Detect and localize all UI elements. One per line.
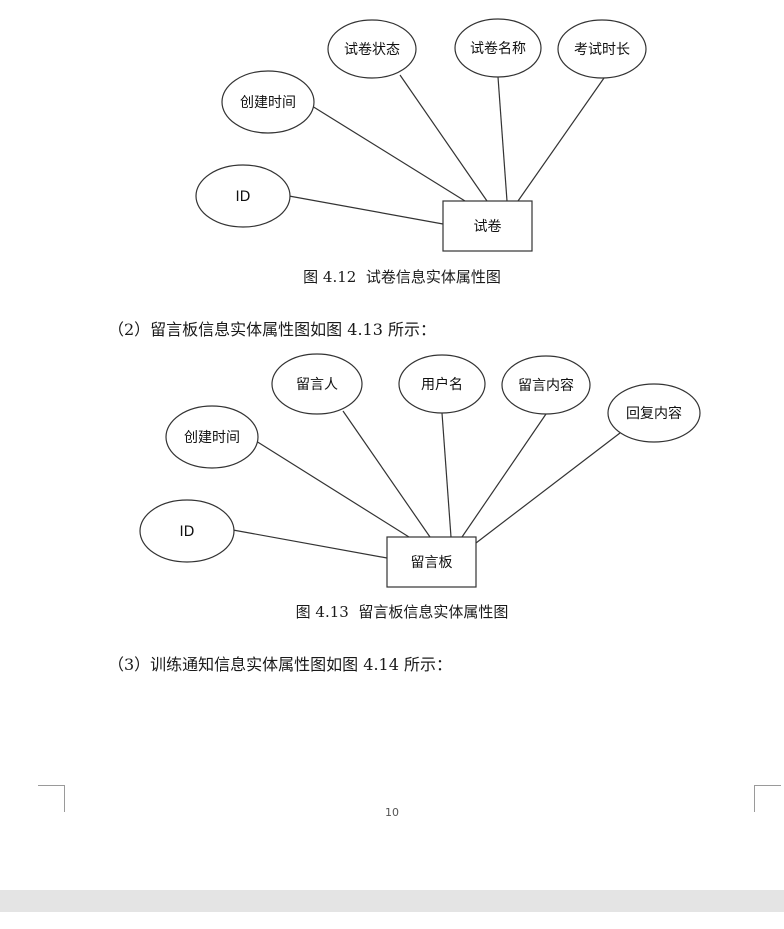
d2-attribute-label: 创建时间 [184, 430, 240, 446]
d2-attribute-label: 回复内容 [626, 405, 682, 422]
d2-attribute-ellipse [271, 353, 363, 415]
er-diagram-message-board: ID 创建时间 留言人 用户名 留言内容回复内容留言板 [0, 335, 784, 595]
d2-attribute-node: 创建时间 [165, 405, 259, 469]
d2-attribute-node: 用户名 [398, 354, 486, 414]
page-number: 10 [385, 806, 399, 819]
er-diagram-exam-paper: ID 创建时间 试卷状态 试卷名称 考试时长试卷 [0, 0, 784, 262]
d1-attribute-node: 创建时间 [221, 70, 315, 134]
page-corner-mark-left [38, 785, 65, 812]
paragraph-training-notice-intro: （3）训练通知信息实体属性图如图 4.14 所示： [108, 655, 452, 674]
d2-attribute-label: 留言人 [296, 377, 338, 393]
document-scroll-gutter [0, 890, 784, 912]
d1-connector-line [311, 105, 466, 202]
d2-attribute-label: 留言内容 [518, 377, 574, 394]
d1-attribute-ellipse [221, 70, 315, 134]
d1-attribute-node: 试卷名称 [454, 18, 542, 78]
d1-attribute-ellipse [327, 19, 417, 79]
d2-attribute-node: 回复内容 [607, 383, 701, 443]
d1-connector-line [497, 76, 508, 202]
d2-entity-box [386, 536, 477, 588]
paragraph-message-board-intro: （2）留言板信息实体属性图如图 4.13 所示： [108, 320, 436, 339]
d1-entity-node: 试卷 [442, 200, 533, 252]
d2-attribute-ellipse [139, 499, 235, 563]
d2-entity-label: 留言板 [411, 555, 453, 571]
d2-connector-line [342, 410, 431, 538]
d1-attribute-label: 试卷名称 [470, 41, 526, 57]
d1-attribute-label: 创建时间 [240, 95, 296, 111]
d2-entity-node: 留言板 [386, 536, 477, 588]
d1-connector-line [288, 195, 444, 225]
figure-caption-4-12: 图 4.12 试卷信息实体属性图 [303, 268, 501, 286]
d1-attribute-node: 试卷状态 [327, 19, 417, 79]
d1-connector-line [517, 77, 605, 202]
d1-connector-line [399, 74, 488, 202]
d2-attribute-label: ID [180, 524, 195, 540]
d2-connector-line [461, 413, 547, 538]
d2-attribute-node: 留言人 [271, 353, 363, 415]
d2-attribute-ellipse [398, 354, 486, 414]
figure-caption-4-13: 图 4.13 留言板信息实体属性图 [295, 603, 509, 621]
d2-attribute-ellipse [607, 383, 701, 443]
d1-attribute-ellipse [557, 19, 647, 79]
d1-attribute-node: 考试时长 [557, 19, 647, 79]
d1-attribute-label: 考试时长 [574, 42, 630, 58]
d2-connector-line [232, 529, 388, 559]
d1-attribute-label: 试卷状态 [344, 42, 400, 58]
d2-attribute-ellipse [501, 355, 591, 415]
d1-attribute-ellipse [454, 18, 542, 78]
d1-entity-box [442, 200, 533, 252]
d2-attribute-label: 用户名 [421, 376, 463, 393]
d1-attribute-node: ID [195, 164, 291, 228]
d1-entity-label: 试卷 [474, 219, 502, 235]
d2-connector-line [255, 440, 410, 538]
document-page: ID 创建时间 试卷状态 试卷名称 考试时长试卷 图 4.12 试卷信息实体属性图 （2… [0, 0, 784, 819]
d2-attribute-ellipse [165, 405, 259, 469]
d2-attribute-node: 留言内容 [501, 355, 591, 415]
d2-connector-line [441, 412, 452, 538]
d1-attribute-label: ID [236, 189, 251, 205]
page-corner-mark-right [754, 785, 781, 812]
d2-attribute-node: ID [139, 499, 235, 563]
d1-attribute-ellipse [195, 164, 291, 228]
d2-connector-line [475, 432, 621, 544]
